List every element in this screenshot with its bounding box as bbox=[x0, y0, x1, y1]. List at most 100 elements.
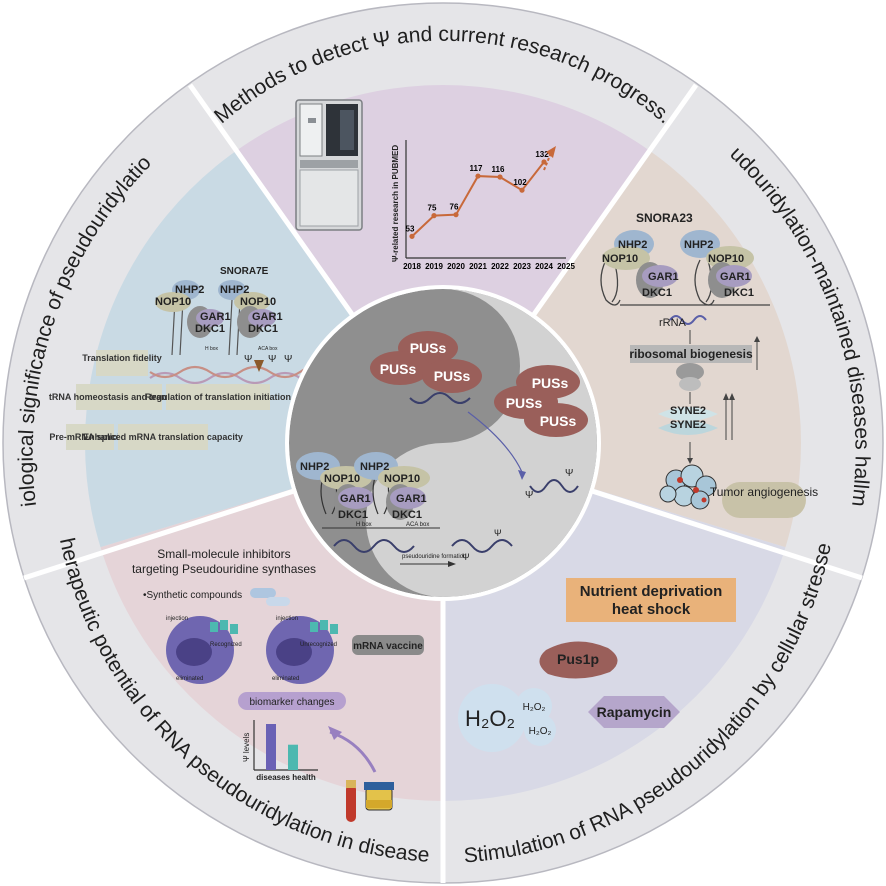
svg-text:NOP10: NOP10 bbox=[602, 253, 638, 265]
data-label: 132 bbox=[535, 150, 549, 159]
rapamycin-label: Rapamycin bbox=[597, 704, 672, 720]
rrna-label: rRNA bbox=[659, 317, 687, 329]
h2o2-label: H₂O₂ bbox=[465, 706, 515, 731]
data-label: 116 bbox=[492, 165, 505, 174]
rrna-strand bbox=[669, 315, 707, 325]
box-enhanced-translation bbox=[118, 424, 208, 450]
x-tick-label: 2023 bbox=[513, 262, 531, 271]
bar-axis-xlabel: diseases health bbox=[256, 773, 316, 782]
snornp-complex-right: NHP2 NOP10 GAR1 DKC1 H box ACA box bbox=[205, 280, 283, 356]
svg-text:PUSs: PUSs bbox=[410, 340, 447, 356]
x-tick-label: 2018 bbox=[403, 262, 421, 271]
rna-strand bbox=[409, 392, 471, 404]
cell-unrecognized: injection Unrecognized eliminated bbox=[266, 616, 338, 684]
svg-text:H box: H box bbox=[356, 522, 372, 528]
svg-text:DKC1: DKC1 bbox=[642, 287, 672, 299]
rna-strand bbox=[529, 479, 579, 493]
svg-text:GAR1: GAR1 bbox=[200, 311, 231, 323]
box-trna-homeostasis bbox=[76, 384, 162, 410]
svg-text:ACA box: ACA box bbox=[258, 346, 278, 352]
pus-cluster-right: PUSs PUSs PUSs bbox=[494, 365, 588, 437]
biomarker-pill bbox=[238, 692, 346, 710]
svg-text:H box: H box bbox=[205, 346, 219, 352]
rna-strand bbox=[451, 539, 513, 553]
sector-lower-right bbox=[443, 443, 801, 801]
x-tick-label: 2024 bbox=[535, 262, 553, 271]
svg-text:Unrecognized: Unrecognized bbox=[300, 642, 337, 648]
box-regulation-translation bbox=[166, 384, 270, 410]
inhibitor-title-line1: Small-molecule inhibitors bbox=[157, 547, 290, 561]
series-point bbox=[541, 159, 547, 165]
svg-text:NHP2: NHP2 bbox=[360, 461, 389, 473]
snornp-complex-right: NHP2 NOP10 GAR1 DKC1 bbox=[680, 230, 754, 306]
snora23-label: SNORA23 bbox=[636, 211, 693, 225]
psi-symbol: Ψ bbox=[494, 528, 502, 538]
pus1p-label: Pus1p bbox=[557, 651, 599, 667]
stresses-panel: Nutrient deprivation heat shock Pus1p Ra… bbox=[458, 578, 736, 752]
svg-text:NOP10: NOP10 bbox=[708, 253, 744, 265]
ribosomal-biogenesis-label: ribosomal biogenesis bbox=[629, 347, 753, 361]
svg-text:NHP2: NHP2 bbox=[618, 239, 647, 251]
svg-text:NHP2: NHP2 bbox=[684, 239, 713, 251]
biomarker-label: biomarker changes bbox=[249, 697, 334, 708]
svg-text:NHP2: NHP2 bbox=[220, 284, 249, 296]
box-label: Pre-mRNA splicing bbox=[49, 432, 130, 442]
center-yin-yang: PUSs PUSs PUSs PUSs PUSs PUSs Ψ Ψ NHP2 N… bbox=[285, 285, 601, 601]
svg-text:eliminated: eliminated bbox=[272, 676, 299, 682]
series-point bbox=[431, 213, 437, 219]
series-point bbox=[475, 173, 481, 179]
svg-text:SYNE2: SYNE2 bbox=[670, 405, 706, 417]
box-pre-mrna-splicing bbox=[66, 424, 114, 450]
data-label: 75 bbox=[428, 204, 437, 213]
svg-text:NOP10: NOP10 bbox=[155, 296, 191, 308]
svg-text:DKC1: DKC1 bbox=[248, 323, 278, 335]
svg-text:DKC1: DKC1 bbox=[724, 287, 754, 299]
series-point bbox=[453, 212, 459, 218]
series-point bbox=[409, 233, 415, 239]
svg-text:GAR1: GAR1 bbox=[720, 271, 751, 283]
ribosomal-biogenesis-box bbox=[630, 345, 752, 363]
cell-recognized: injection Recognized eliminated bbox=[166, 616, 242, 684]
down-arrow-icon bbox=[254, 360, 264, 372]
therapeutic-panel: Small-molecule inhibitors targeting Pseu… bbox=[132, 547, 424, 822]
mrna-vaccine-pill bbox=[352, 635, 424, 655]
trend-arrowhead bbox=[546, 146, 556, 158]
pus1p-blob bbox=[539, 641, 618, 679]
box-label: Enhanced mRNA translation capacity bbox=[83, 432, 243, 442]
psi-symbol: Ψ bbox=[268, 354, 276, 365]
rapamycin-hexagon bbox=[588, 696, 680, 728]
biomarker-bar-chart: Ψ levels diseases health bbox=[242, 720, 318, 782]
data-label: 117 bbox=[470, 164, 483, 173]
series-point bbox=[497, 174, 503, 180]
bar-diseases bbox=[266, 724, 276, 770]
x-tick-label: 2022 bbox=[491, 262, 509, 271]
curved-arrow bbox=[467, 411, 523, 473]
sequencer-machine-icon bbox=[295, 99, 363, 231]
box-label: Translation fidelity bbox=[82, 353, 162, 363]
rna-strand bbox=[333, 539, 415, 553]
h2o2-label: H₂O₂ bbox=[529, 726, 552, 737]
svg-text:Recognized: Recognized bbox=[210, 642, 242, 648]
svg-text:NOP10: NOP10 bbox=[384, 473, 420, 485]
series-point bbox=[519, 187, 525, 193]
series-points bbox=[409, 159, 547, 239]
svg-text:NOP10: NOP10 bbox=[240, 296, 276, 308]
svg-text:NHP2: NHP2 bbox=[300, 461, 329, 473]
psi-symbol: Ψ bbox=[284, 354, 292, 365]
psi-symbol: Ψ bbox=[565, 468, 573, 479]
svg-text:PUSs: PUSs bbox=[532, 375, 569, 391]
box-label: Regulation of translation initiation bbox=[145, 392, 291, 402]
svg-text:GAR1: GAR1 bbox=[340, 493, 371, 505]
nutrient-box bbox=[566, 578, 736, 622]
center-snornp-right: NHP2 NOP10 GAR1 DKC1 H box ACA box bbox=[354, 452, 430, 528]
psi-symbol: Ψ bbox=[244, 354, 252, 365]
tumor-angiogenesis-pill bbox=[722, 482, 806, 518]
snornp-complex-left: NHP2 NOP10 GAR1 DKC1 bbox=[155, 280, 231, 356]
x-tick-label: 2021 bbox=[469, 262, 487, 271]
svg-text:PUSs: PUSs bbox=[540, 413, 577, 429]
